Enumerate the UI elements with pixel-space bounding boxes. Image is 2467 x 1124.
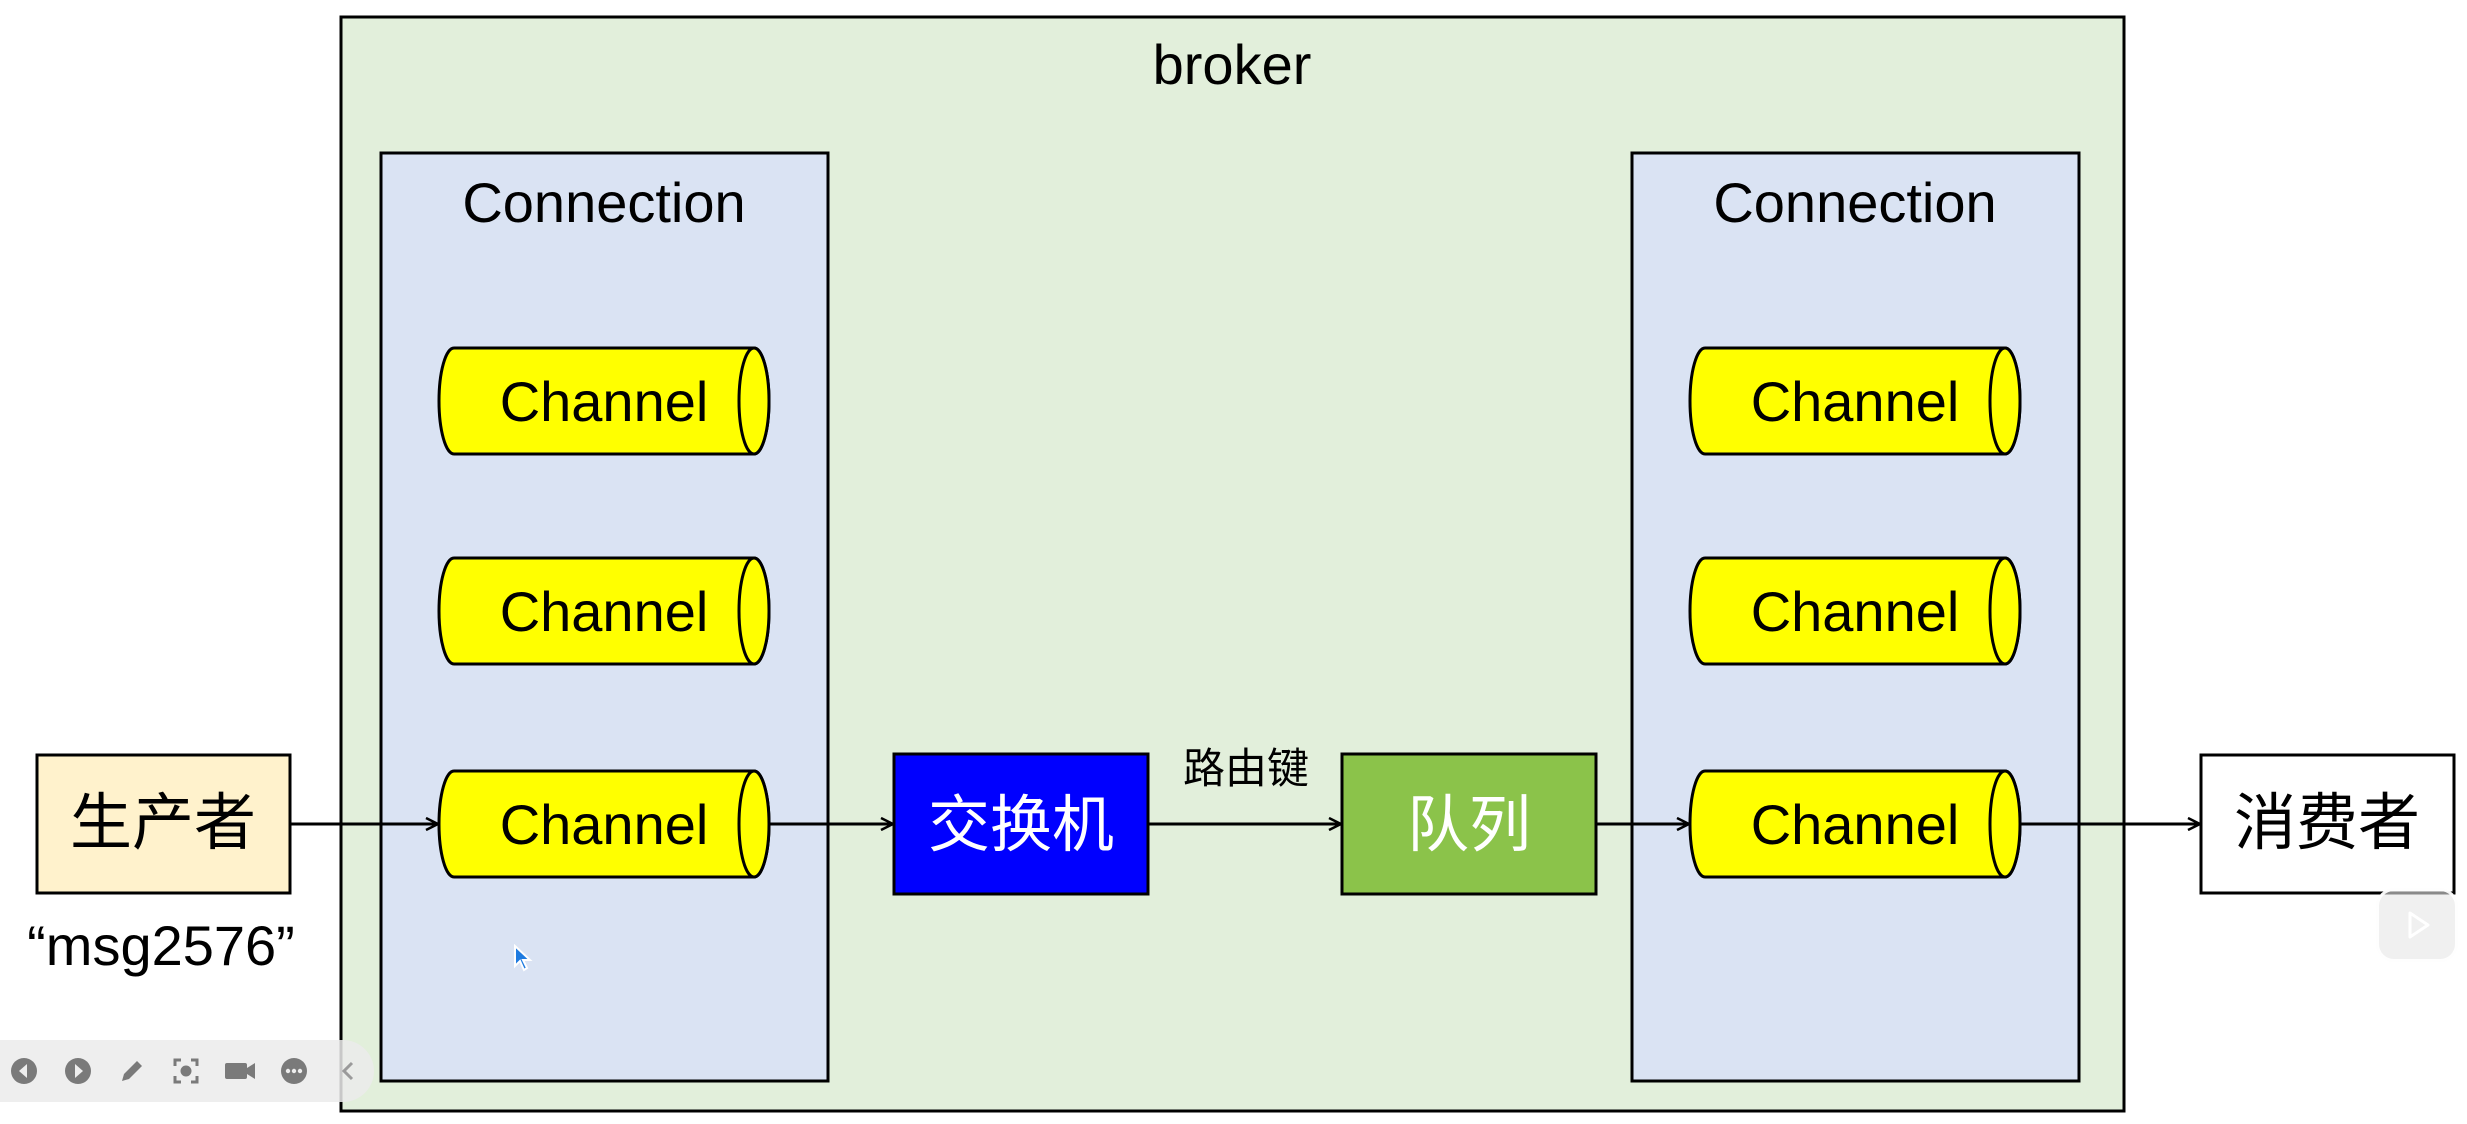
play-overlay-icon bbox=[2408, 911, 2430, 939]
connection-left: Connection Channel Channel Channel bbox=[379, 151, 830, 1083]
channel-right-3-label: Channel bbox=[1751, 793, 1960, 856]
channel-right-2: Channel bbox=[1688, 556, 2022, 666]
channel-left-2-label: Channel bbox=[500, 580, 709, 643]
queue-label: 队列 bbox=[1407, 791, 1531, 860]
routing-key-label: 路由键 bbox=[1183, 745, 1309, 792]
connection-left-label: Connection bbox=[462, 171, 745, 234]
channel-right-1: Channel bbox=[1688, 346, 2022, 456]
message-label: “msg2576” bbox=[27, 914, 295, 977]
more-icon[interactable] bbox=[276, 1053, 312, 1089]
channel-left-3: Channel bbox=[437, 769, 771, 879]
channel-left-1-label: Channel bbox=[500, 370, 709, 433]
channel-left-3-label: Channel bbox=[500, 793, 709, 856]
exchange-label: 交换机 bbox=[928, 791, 1114, 860]
play-icon[interactable] bbox=[60, 1053, 96, 1089]
screenshot-icon[interactable] bbox=[168, 1053, 204, 1089]
connection-right-label: Connection bbox=[1713, 171, 1996, 234]
channel-right-1-label: Channel bbox=[1751, 370, 1960, 433]
channel-left-1: Channel bbox=[437, 346, 771, 456]
camera-icon[interactable] bbox=[222, 1053, 258, 1089]
channel-left-2: Channel bbox=[437, 556, 771, 666]
consumer-label: 消费者 bbox=[2234, 789, 2420, 858]
prev-icon[interactable] bbox=[6, 1053, 42, 1089]
collapse-icon[interactable] bbox=[330, 1053, 366, 1089]
pen-icon[interactable] bbox=[114, 1053, 150, 1089]
video-play-button[interactable] bbox=[2376, 888, 2458, 962]
connection-right: Connection Channel Channel Channel bbox=[1630, 151, 2081, 1083]
queue-box: 队列 bbox=[1340, 752, 1598, 896]
channel-right-2-label: Channel bbox=[1751, 580, 1960, 643]
presentation-toolbar bbox=[0, 1040, 374, 1102]
producer-label: 生产者 bbox=[70, 789, 256, 858]
mouse-cursor-icon bbox=[513, 943, 535, 977]
broker-label: broker bbox=[1153, 33, 1312, 96]
producer-box: 生产者 bbox=[35, 753, 292, 895]
channel-right-3: Channel bbox=[1688, 769, 2022, 879]
exchange-box: 交换机 bbox=[892, 752, 1150, 896]
consumer-box: 消费者 bbox=[2199, 753, 2456, 895]
